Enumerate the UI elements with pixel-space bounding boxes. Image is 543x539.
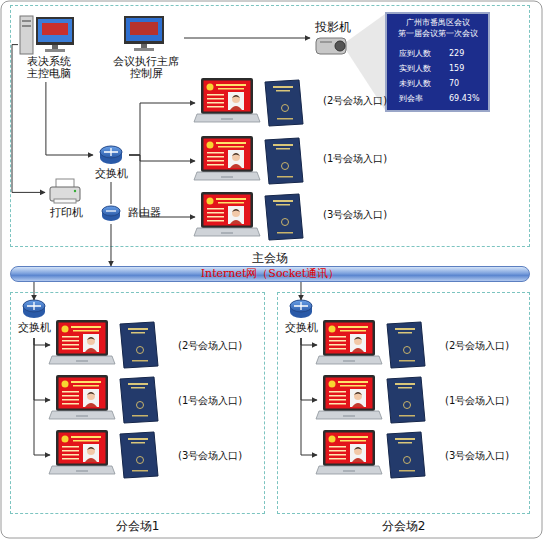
- control-screen-node: 会议执行主席 控制屏: [108, 14, 184, 82]
- connector: [12, 45, 45, 193]
- entry-terminal: (1号会场入口): [317, 377, 522, 423]
- connector: [34, 338, 50, 455]
- node-label: 主会场: [11, 251, 529, 265]
- switch-icon: [100, 146, 122, 164]
- node-label: 70: [449, 79, 485, 89]
- connector: [301, 338, 317, 345]
- switch-node: 交换机: [93, 146, 129, 182]
- entry-terminal: (3号会场入口): [50, 432, 255, 478]
- venue-box: 主会场表决系统 主控电脑会议执行主席 控制屏投影机广州市番禺区会议第一届会议第一…: [10, 5, 530, 247]
- entry-terminal: (2号会场入口): [317, 322, 522, 368]
- node-label: 交换机: [282, 322, 320, 334]
- projector-node: 投影机: [310, 20, 355, 58]
- connector: [184, 38, 310, 39]
- node-label: 交换机: [15, 322, 53, 334]
- node-label: 未到人数: [399, 79, 449, 89]
- node-label: 应到人数: [399, 49, 449, 59]
- connector: [300, 282, 301, 300]
- connector: [301, 338, 317, 400]
- node-label: 交换机: [93, 168, 129, 180]
- computer-node: 表决系统 主控电脑: [18, 14, 80, 82]
- entry-terminal: (3号会场入口): [195, 192, 400, 242]
- projection-screen: 广州市番禺区会议第一届会议第一次会议应到人数229实到人数159未到人数70到会…: [385, 12, 490, 112]
- node-label: (3号会场入口): [445, 450, 522, 462]
- node-label: (1号会场入口): [323, 153, 400, 165]
- venue-box: 分会场2交换机(2号会场入口)(1号会场入口)(3号会场入口): [277, 292, 530, 514]
- laptop-card: [49, 430, 158, 478]
- switch-icon: [290, 300, 312, 318]
- connector: [129, 155, 195, 217]
- node-label: 实到人数: [399, 64, 449, 74]
- connector: [33, 282, 34, 300]
- node-label: (2号会场入口): [178, 340, 255, 352]
- internet-band: Internet网（Socket通讯）: [10, 266, 530, 282]
- node-label: (1号会场入口): [178, 395, 255, 407]
- laptop-card: [194, 192, 303, 240]
- venue-box: 分会场1交换机(2号会场入口)(1号会场入口)(3号会场入口): [10, 292, 265, 514]
- laptop-card: [316, 375, 425, 423]
- node-label: 159: [449, 64, 485, 74]
- switch-node: 交换机: [282, 300, 320, 338]
- projector-icon: [316, 38, 346, 54]
- connector: [34, 338, 50, 400]
- node-label: 会议执行主席 控制屏: [110, 56, 182, 80]
- switch-node: 交换机: [15, 300, 53, 338]
- node-label: (3号会场入口): [323, 209, 400, 221]
- connector: [110, 224, 111, 266]
- connector: [129, 103, 195, 155]
- connector: [46, 82, 93, 155]
- connector: [129, 155, 195, 161]
- node-label: 分会场1: [11, 519, 264, 533]
- node-label: 到会率: [399, 94, 449, 104]
- laptop-card: [316, 320, 425, 368]
- entry-terminal: (2号会场入口): [195, 78, 400, 128]
- node-label: 广州市番禺区会议: [387, 18, 488, 28]
- laptop-card: [49, 375, 158, 423]
- entry-terminal: (1号会场入口): [50, 377, 255, 423]
- connector: [34, 338, 50, 345]
- laptop-card: [316, 430, 425, 478]
- switch-icon: [23, 300, 45, 318]
- entry-terminal: (1号会场入口): [195, 136, 400, 186]
- router-node: 路由器: [100, 204, 172, 224]
- node-label: 229: [449, 49, 485, 59]
- control-screen-icon: [124, 16, 164, 51]
- node-label: Internet网（Socket通讯）: [11, 267, 529, 281]
- laptop-card: [49, 320, 158, 368]
- node-label: 第一届会议第一次会议: [387, 29, 488, 39]
- printer-node: 打印机: [45, 177, 87, 221]
- connector: [111, 182, 112, 204]
- node-label: 投影机: [310, 20, 355, 34]
- laptop-card: [194, 78, 303, 126]
- node-label: 路由器: [128, 207, 172, 219]
- node-label: (1号会场入口): [445, 395, 522, 407]
- laptop-card: [194, 136, 303, 184]
- entry-terminal: (2号会场入口): [50, 322, 255, 368]
- node-label: 表决系统 主控电脑: [24, 56, 74, 80]
- node-label: (3号会场入口): [178, 450, 255, 462]
- node-label: (2号会场入口): [445, 340, 522, 352]
- node-label: 69.43%: [449, 94, 485, 104]
- computer-icon: [20, 16, 74, 54]
- entry-terminal: (3号会场入口): [317, 432, 522, 478]
- router-icon: [102, 206, 120, 221]
- printer-icon: [50, 179, 80, 203]
- node-label: 打印机: [45, 207, 87, 219]
- connector: [301, 338, 317, 455]
- node-label: 分会场2: [278, 519, 529, 533]
- node-label: (2号会场入口): [323, 95, 400, 107]
